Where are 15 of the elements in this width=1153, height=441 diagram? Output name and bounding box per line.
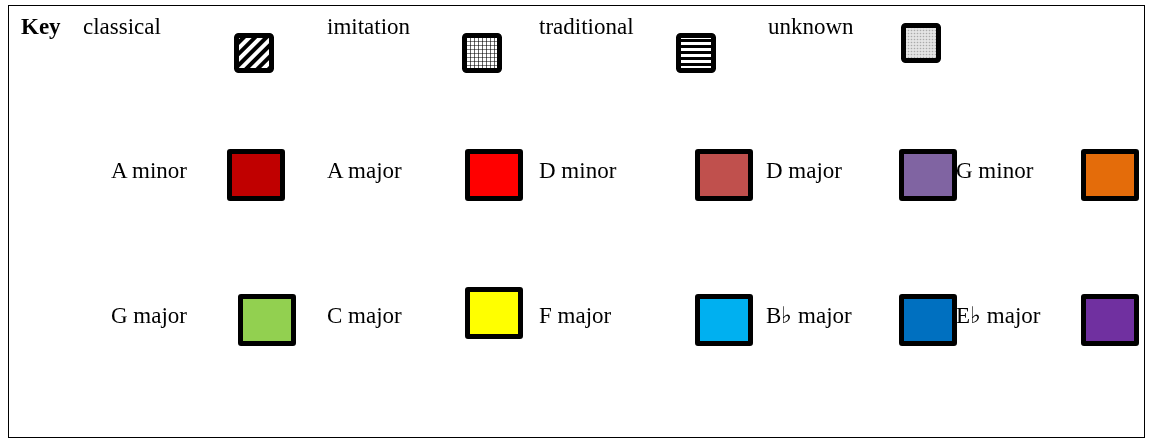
legend-label: F major <box>539 303 612 329</box>
key-heading: Key <box>21 14 61 40</box>
legend-label: E♭ major <box>956 303 1041 329</box>
legend-label: A major <box>327 158 402 184</box>
legend-label: traditional <box>539 14 634 40</box>
legend-label: B♭ major <box>766 303 852 329</box>
legend-label: A minor <box>111 158 188 184</box>
legend-label: C major <box>327 303 402 329</box>
legend-label: unknown <box>768 14 854 40</box>
legend-label: G minor <box>956 158 1034 184</box>
legend-label: classical <box>83 14 161 40</box>
legend-label: D minor <box>539 158 617 184</box>
legend-label: D major <box>766 158 842 184</box>
legend-label: G major <box>111 303 187 329</box>
legend-label: imitation <box>327 14 411 40</box>
